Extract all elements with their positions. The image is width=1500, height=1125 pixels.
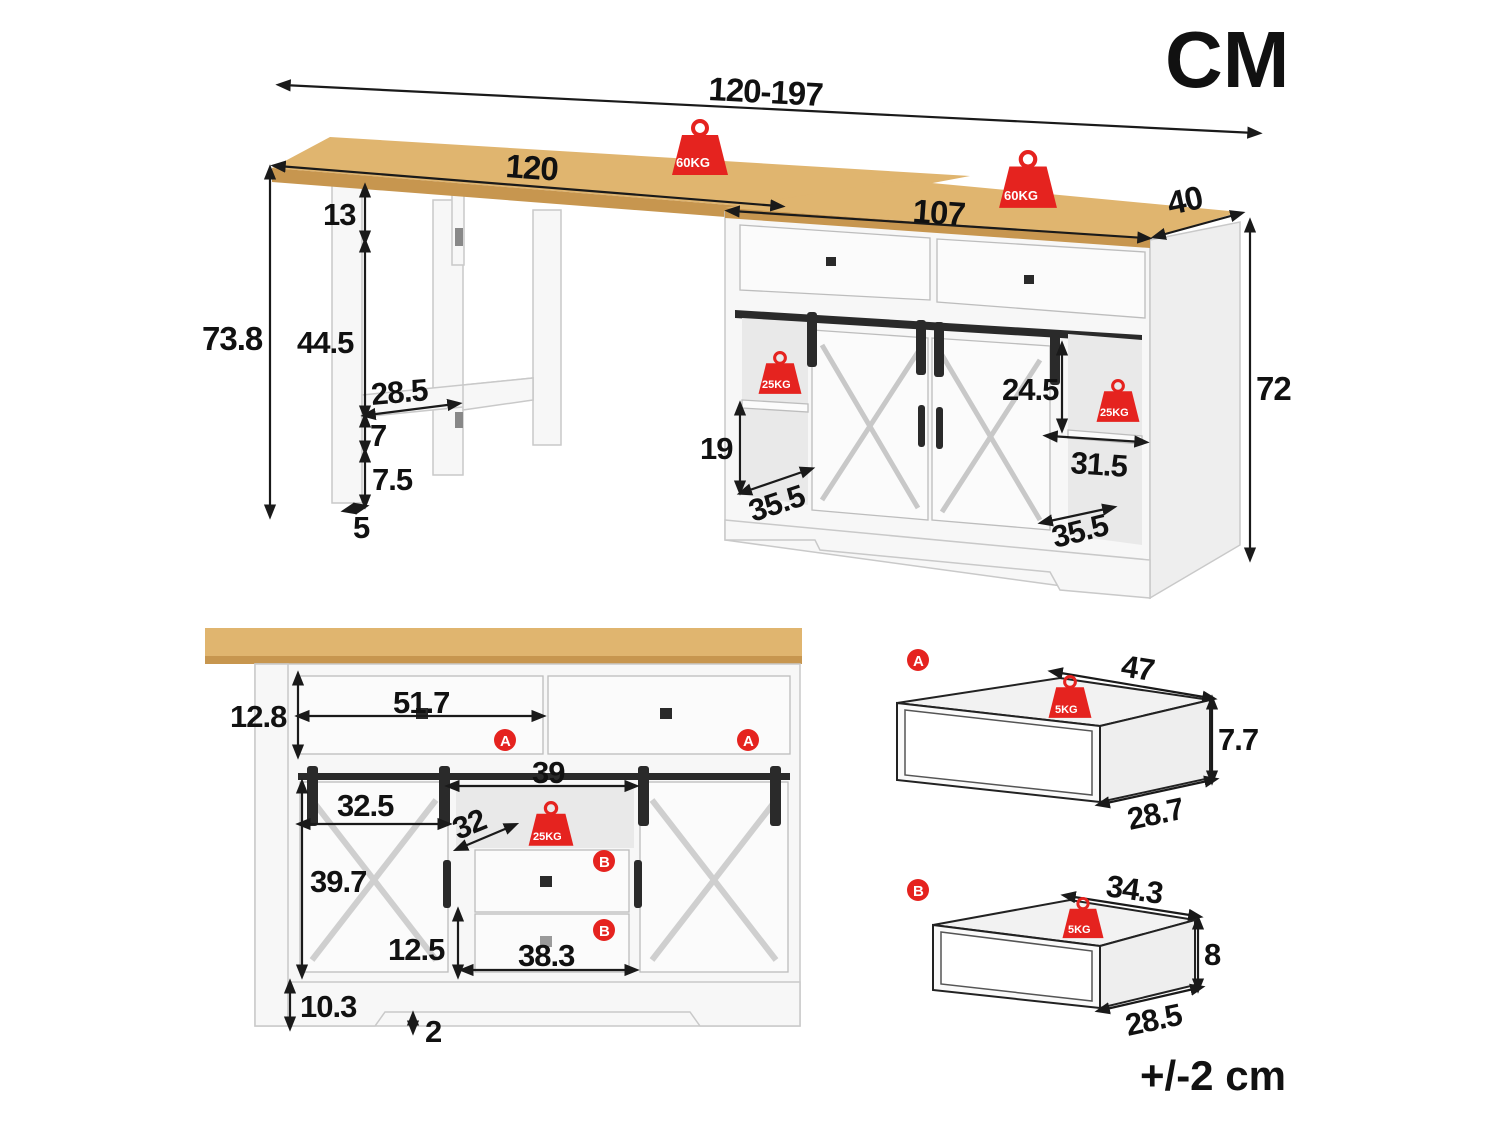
front-view: 12.8 51.7 39 32.5 32 39.7 12.5 38.3 10.3… [205,628,802,1049]
svg-text:A: A [743,733,754,750]
door-height-label: 39.7 [310,864,366,899]
svg-text:B: B [599,923,610,940]
desk-length-label: 120 [505,147,560,188]
stretcher-height-label: 7 [370,418,386,453]
svg-text:B: B [913,883,924,900]
drawer-width-label: 51.7 [393,685,449,720]
right-shelf-width-label: 31.5 [1070,445,1129,484]
small-drawer-width-label: 38.3 [518,938,575,973]
cabinet-height-label: 72 [1256,370,1291,407]
drawer-a-height-label: 7.7 [1218,722,1258,757]
drawer-a-diagram: A 47 7.7 28.7 5KG [896,648,1259,837]
drawer-a-marker-left: A [494,729,516,751]
small-drawer-height-label: 12.5 [388,932,445,967]
cabinet-body [724,180,1241,600]
svg-text:A: A [913,653,924,670]
svg-text:5KG: 5KG [1068,924,1091,936]
drawer-b-height-label: 8 [1204,937,1221,972]
tolerance-label: +/-2 cm [1140,1052,1286,1099]
cabinet-weight-icon: 60KG [999,152,1057,208]
svg-text:5KG: 5KG [1055,704,1078,716]
total-length-label: 120-197 [708,70,824,113]
foot-gap-label: 2 [425,1014,441,1049]
drawer-b-marker-upper: B [593,850,615,872]
drawer-height-label: 12.8 [230,699,287,734]
svg-text:60KG: 60KG [676,155,710,170]
leg-width-label: 5 [353,510,370,545]
right-shelf-height-label: 24.5 [1002,372,1059,407]
drawer-a-marker-right: A [737,729,759,751]
leg-upper-label: 44.5 [297,325,354,360]
barn-doors [807,312,1060,531]
svg-text:B: B [599,854,610,871]
unit-label: CM [1165,15,1289,104]
base-height-label: 10.3 [300,989,357,1024]
svg-text:A: A [500,733,511,750]
apron-height-label: 13 [323,197,356,232]
drawer-a-weight-icon: 5KG [1047,674,1093,720]
desk-legs [331,184,562,504]
desk-height-label: 73.8 [202,320,263,357]
isometric-view: 120-197 120 107 40 73.8 72 13 44.5 28.5 … [202,70,1292,600]
drawer-b-width-label: 34.3 [1104,868,1165,911]
right-shelf-weight-icon: 25KG [1095,378,1141,424]
drawer-b-weight-icon: 5KG [1061,896,1105,940]
drawer-b-diagram: B 34.3 8 28.5 5KG [907,868,1222,1043]
foot-height-label: 7.5 [372,462,413,497]
drawer-a-width-label: 47 [1119,648,1157,688]
drawer-b-marker: B [907,879,929,901]
sliding-width-label: 39 [532,755,565,790]
center-weight-icon: 25KG [527,800,575,848]
cabinet-length-label: 107 [912,192,967,233]
svg-text:60KG: 60KG [1004,188,1038,203]
left-shelf-height-label: 19 [700,431,733,466]
drawer-b-marker-lower: B [593,919,615,941]
svg-text:25KG: 25KG [762,379,791,391]
left-shelf-weight-icon: 25KG [757,350,803,396]
svg-text:25KG: 25KG [1100,407,1129,419]
door-width-label: 32.5 [337,788,394,823]
svg-text:25KG: 25KG [533,831,562,843]
stretcher-depth-label: 28.5 [370,372,430,412]
depth-label: 40 [1164,178,1206,221]
desk-weight-icon: 60KG [672,121,728,175]
drawer-a-marker: A [907,649,929,671]
